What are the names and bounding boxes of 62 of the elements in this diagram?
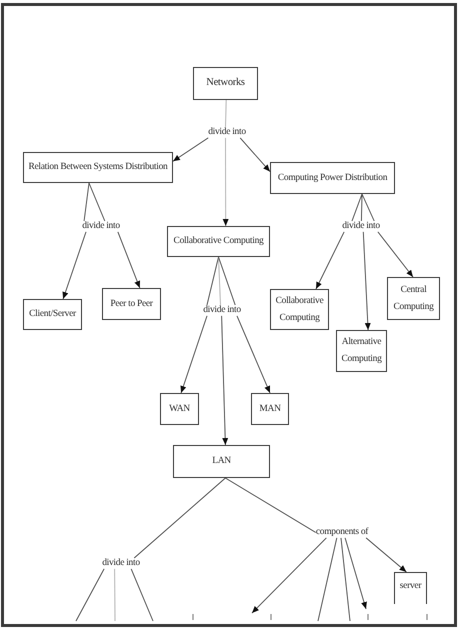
connector-line [318,537,338,622]
concept-box [23,299,82,330]
concept-label: LAN [212,456,231,467]
arrow [236,315,270,394]
concept-box [160,393,199,425]
arrow [221,315,228,446]
connector-line [76,568,105,622]
linking-phrase: divide into [82,221,120,232]
connector-line [206,256,219,306]
concept-label: server [400,581,422,592]
concept-label: MAN [259,404,281,414]
connector-line [218,256,236,306]
concept-label: Central Computing [392,284,435,314]
arrow [377,231,414,278]
connector-line [224,478,316,533]
arrow [240,137,270,172]
concept-label: Alternative Computing [340,336,383,366]
concept-label: WAN [169,404,190,414]
concept-box [270,162,395,194]
arrow [62,231,86,300]
arrow [362,231,371,330]
connector-line [114,568,116,622]
connector-line [352,194,362,222]
connector-line [360,194,362,222]
concept-label: Networks [206,77,245,90]
connector-line [84,182,90,222]
connector-line [362,194,375,222]
linking-phrase: divide into [342,221,380,232]
concept-box [167,226,270,257]
linking-phrase: components of [316,527,368,538]
arrow [316,231,345,290]
linking-phrase: divide into [203,305,241,316]
concept-label: Client/Server [29,309,76,320]
connector-line [218,256,221,306]
arrow [344,537,367,610]
concept-box [193,67,258,100]
arrow [252,537,327,614]
concept-label: Computing Power Distribution [278,172,388,184]
concept-box [23,152,173,183]
concept-label: Collaborative Computing [274,294,324,324]
arrow [180,315,208,394]
concept-box [394,572,427,604]
concept-box [270,289,329,330]
connector-line [130,568,154,622]
linking-phrase: divide into [208,127,246,138]
arrow [172,137,209,162]
concept-label: Relation Between Systems Distribution [28,162,168,173]
connector-line [134,478,226,558]
concept-box [336,330,387,372]
concept-box [387,277,440,320]
concept-box [251,393,289,425]
concept-label: Collaborative Computing [174,236,264,247]
arrow [366,537,407,572]
concept-label: Peer to Peer [110,298,153,310]
linking-phrase: divide into [102,558,140,569]
concept-box [173,445,270,478]
connector-line [88,182,106,222]
connector-line [340,537,350,622]
arrow [117,231,140,288]
concept-box [102,288,161,320]
connector-line [225,100,227,128]
arrow [222,137,229,226]
